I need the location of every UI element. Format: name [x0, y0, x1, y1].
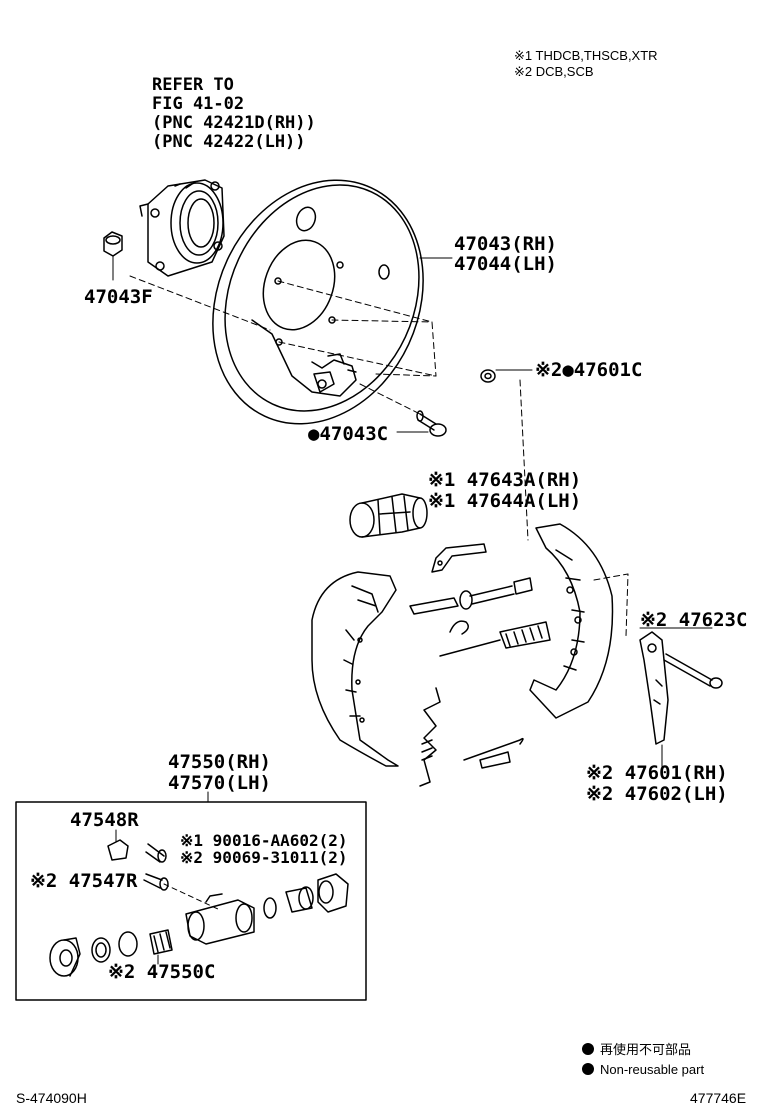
brake-shoe-right-drawing: [529, 523, 629, 719]
adjuster-screw-drawing: [409, 577, 533, 615]
plate-dashed-lines: [129, 275, 437, 415]
illustration-code-right: 477746E: [690, 1090, 747, 1106]
part-label-47570-lh[interactable]: 47570(LH): [168, 772, 271, 794]
part-label-47623c[interactable]: ※2 47623C: [640, 609, 748, 631]
legend: 再使用不可部品 Non-reusable part: [582, 1040, 704, 1080]
note-1: ※1 THDCB,THSCB,XTR: [514, 48, 658, 63]
part-label-47548r[interactable]: 47548R: [70, 809, 139, 831]
legend-row-en: Non-reusable part: [582, 1060, 704, 1080]
part-label-47043f[interactable]: 47043F: [84, 286, 153, 308]
backing-plate-drawing: [212, 179, 424, 425]
refer-line-2: FIG 41-02: [152, 94, 245, 114]
legend-jp-text: 再使用不可部品: [600, 1042, 692, 1057]
legend-row-jp: 再使用不可部品: [582, 1040, 704, 1060]
washer-47601c-drawing: [480, 369, 533, 541]
part-label-47602-lh[interactable]: ※2 47602(LH): [586, 783, 728, 805]
brake-shoe-left-drawing: [311, 571, 399, 767]
adjusting-lever-drawing: [431, 543, 487, 573]
legend-en-text: Non-reusable part: [600, 1062, 705, 1077]
wheel-cylinder-box: [15, 801, 367, 1001]
part-label-47044-lh[interactable]: 47044(LH): [454, 253, 557, 275]
applicability-notes: ※1 THDCB,THSCB,XTR ※2 DCB,SCB: [514, 48, 658, 80]
part-label-47550-rh[interactable]: 47550(RH): [168, 751, 271, 773]
refer-to-text: REFER TO FIG 41-02 (PNC 42421D(RH)) (PNC…: [152, 76, 316, 152]
part-label-47601c[interactable]: ※2●47601C: [535, 359, 643, 381]
return-springs-drawing: [419, 687, 524, 787]
part-label-47043c[interactable]: ●47043C: [308, 423, 389, 445]
refer-line-4: (PNC 42422(LH)): [152, 132, 306, 152]
adjuster-cylinder-drawing: [349, 493, 428, 538]
refer-line-1: REFER TO: [152, 75, 234, 95]
hub-bearing-drawing: [139, 179, 225, 277]
part-label-47547r[interactable]: ※2 47547R: [30, 870, 138, 892]
nut-47043f-drawing: [103, 231, 123, 281]
part-label-47644a-lh[interactable]: ※1 47644A(LH): [428, 490, 582, 512]
part-label-47601-rh[interactable]: ※2 47601(RH): [586, 762, 728, 784]
parking-lever-drawing: [639, 631, 669, 771]
wheel-cylinder-drawing: [49, 829, 349, 977]
part-label-47550c[interactable]: ※2 47550C: [108, 961, 216, 983]
part-label-90069-31011[interactable]: ※2 90069-31011(2): [180, 848, 348, 867]
note-2: ※2 DCB,SCB: [514, 64, 594, 79]
part-label-90016-aa602[interactable]: ※1 90016-AA602(2): [180, 831, 348, 850]
bolt-47043c-drawing: [396, 410, 447, 437]
non-reusable-dot-icon: [582, 1043, 594, 1055]
non-reusable-dot-icon: [582, 1063, 594, 1075]
part-label-47643a-rh[interactable]: ※1 47643A(RH): [428, 469, 582, 491]
part-label-47043-rh[interactable]: 47043(RH): [454, 233, 557, 255]
refer-line-3: (PNC 42421D(RH)): [152, 113, 316, 133]
illustration-code-left: S-474090H: [16, 1090, 87, 1106]
bolt-47623c-drawing: [639, 627, 723, 689]
hook-springs-drawing: [439, 620, 551, 657]
